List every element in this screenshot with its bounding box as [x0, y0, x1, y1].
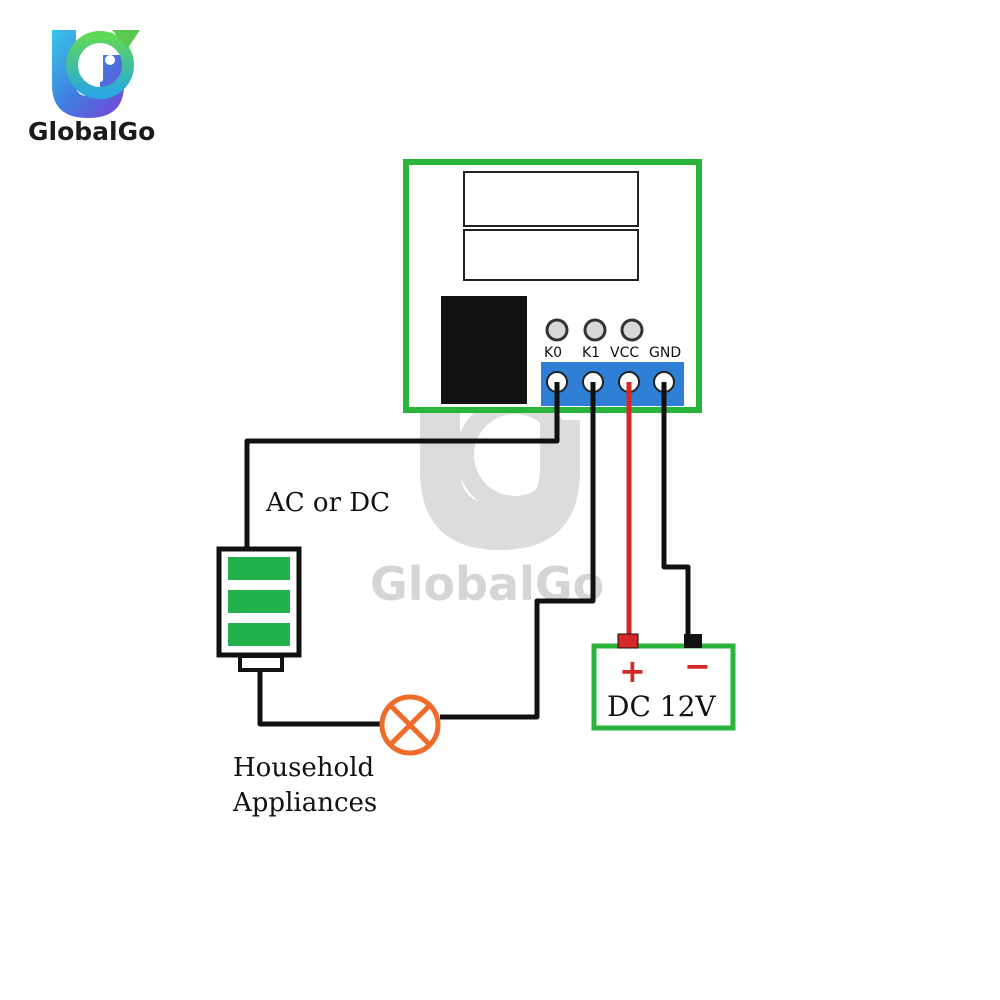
load-label-line1: Household — [233, 753, 374, 783]
pin-label-k0: K0 — [544, 345, 562, 361]
supply-positive-terminal — [617, 633, 639, 649]
load-label-line2: Appliances — [232, 788, 377, 818]
display-segment-top — [463, 171, 639, 227]
wire-k0 — [244, 382, 560, 548]
supply-plus-sign: + — [619, 652, 646, 690]
supply-box — [591, 643, 736, 731]
pin-hole-k1 — [583, 318, 607, 342]
wire-battery-lamp — [257, 670, 381, 727]
battery-cell — [228, 557, 290, 580]
pin-label-vcc: VCC — [610, 345, 639, 361]
relay-module: K0 K1 VCC GND — [403, 159, 702, 413]
power-source-battery — [216, 546, 302, 672]
battery-terminal — [238, 654, 284, 672]
pin-hole-k0 — [545, 318, 569, 342]
pin-label-k1: K1 — [582, 345, 600, 361]
lamp-icon — [379, 694, 441, 756]
wire-gnd — [661, 382, 691, 636]
wires — [244, 382, 691, 727]
brand-name: GlobalGo — [28, 117, 155, 146]
supply-label: DC 12V — [607, 690, 716, 723]
brand-logo — [52, 30, 140, 118]
dc-supply: + − DC 12V — [591, 633, 736, 731]
wire-k1 — [440, 382, 596, 720]
power-type-label: AC or DC — [265, 488, 390, 518]
battery-cell — [228, 590, 290, 613]
pin-label-gnd: GND — [649, 345, 681, 361]
battery-cell — [228, 623, 290, 646]
relay-block — [441, 296, 527, 404]
pin-hole-vcc — [620, 318, 644, 342]
display-segment-bottom — [463, 229, 639, 281]
supply-minus-sign: − — [684, 647, 711, 685]
supply-negative-terminal — [684, 634, 702, 648]
